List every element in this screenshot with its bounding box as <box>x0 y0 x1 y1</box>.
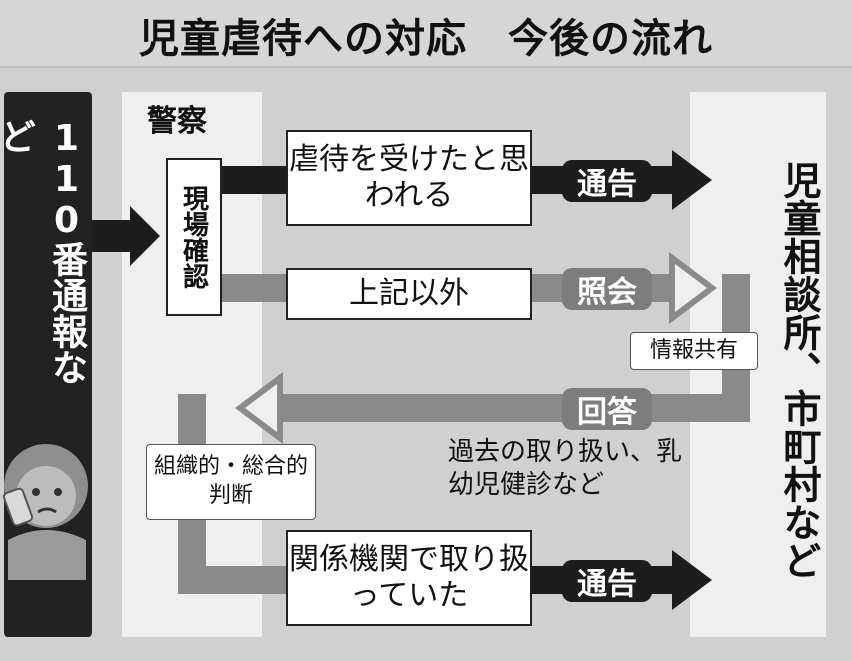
diagram-title: 児童虐待への対応 今後の流れ <box>139 16 713 62</box>
answer-note: 過去の取り扱い、乳幼児健診など <box>448 437 683 500</box>
answer-pill: 回答 <box>562 388 652 430</box>
abuse-arrow-shaft-left <box>222 166 286 194</box>
notify-pill: 通告 <box>562 160 652 202</box>
title-bar <box>0 0 852 68</box>
child-on-phone-icon <box>2 444 88 580</box>
other-cases-box: 上記以外 <box>286 268 532 320</box>
notify2-arrow-head <box>672 550 712 610</box>
notify-arrow-head <box>672 150 712 210</box>
other-arrow-shaft-left <box>222 274 286 302</box>
report-arrow-shaft <box>92 220 130 252</box>
abuse-suspected-box: 虐待を受けたと思われる <box>286 130 532 226</box>
report-label: 110番通報など <box>0 118 87 385</box>
related-agencies-box: 関係機関で取り扱っていた <box>286 530 532 626</box>
agency-label: 児童相談所、市町村など <box>777 161 821 579</box>
judgment-box: 組織的・総合的判断 <box>146 444 316 520</box>
notify-pill-2: 通告 <box>562 560 652 602</box>
answer-arrow-shaft <box>275 394 750 422</box>
report-arrow-head <box>130 206 160 266</box>
inquiry-pill: 照会 <box>562 268 652 310</box>
loop-bottom-horizontal <box>178 566 286 594</box>
field-check-box: 現場確認 <box>166 158 222 316</box>
answer-arrow-head <box>235 372 283 444</box>
inquiry-arrow-head <box>669 252 717 324</box>
police-label: 警察 <box>147 104 207 139</box>
info-share-box: 情報共有 <box>630 332 758 370</box>
